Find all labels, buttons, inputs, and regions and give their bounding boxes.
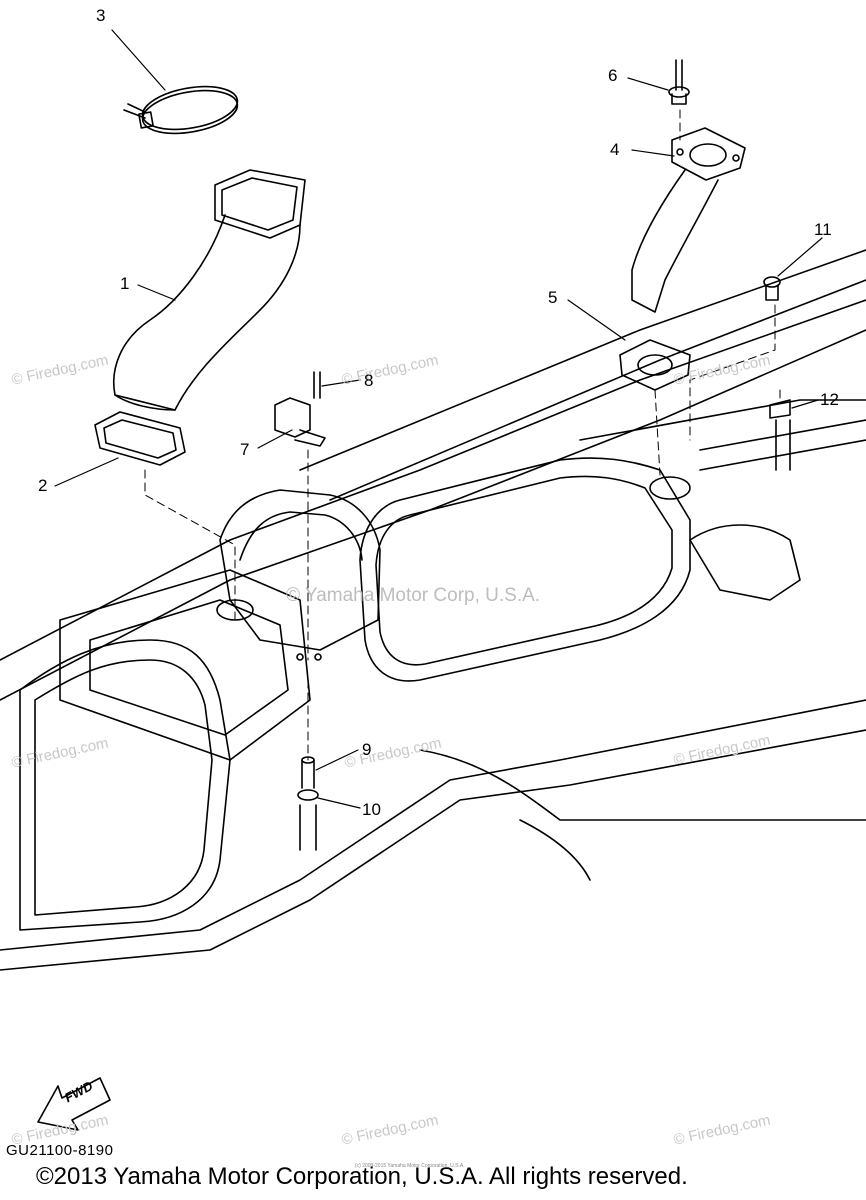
alignment-lines	[144, 109, 781, 761]
callout-3: 3	[96, 6, 106, 25]
clip-part-12	[769, 399, 791, 471]
callout-12: 12	[820, 390, 839, 409]
callout-4: 4	[610, 140, 620, 159]
clip-part-10	[297, 789, 319, 851]
hose-part-9	[301, 756, 315, 789]
callout-6: 6	[608, 66, 618, 85]
air-duct-part-1	[113, 169, 306, 411]
gasket-part-5	[619, 339, 691, 391]
leader-lines	[54, 29, 823, 809]
callout-5: 5	[548, 288, 558, 307]
drawing-code: GU21100-8190	[6, 1142, 114, 1159]
callout-11: 11	[814, 220, 832, 239]
vent-duct-part-4	[631, 127, 746, 313]
deck-openings	[216, 476, 691, 661]
callout-1: 1	[120, 274, 130, 293]
callout-7: 7	[240, 440, 250, 459]
band-clamp-part-3	[123, 85, 239, 135]
gasket-part-2	[94, 411, 186, 466]
copyright-notice: ©2013 Yamaha Motor Corporation, U.S.A. A…	[36, 1163, 688, 1190]
rivet-part-6	[668, 59, 690, 105]
screw-part-11	[763, 276, 781, 301]
tiny-copyright-notice: (c) 2009-2015 Yamaha Motor Corporation, …	[355, 1163, 465, 1169]
fwd-arrow-icon	[37, 1077, 111, 1131]
callout-10: 10	[362, 800, 381, 819]
holder-part-7	[274, 397, 326, 447]
callout-2: 2	[38, 476, 48, 495]
callout-8: 8	[364, 371, 374, 390]
rivet-part-8	[313, 371, 321, 399]
watermark-center: © Yamaha Motor Corp, U.S.A.	[286, 585, 541, 606]
hull-frame	[0, 249, 866, 971]
callout-9: 9	[362, 740, 372, 759]
